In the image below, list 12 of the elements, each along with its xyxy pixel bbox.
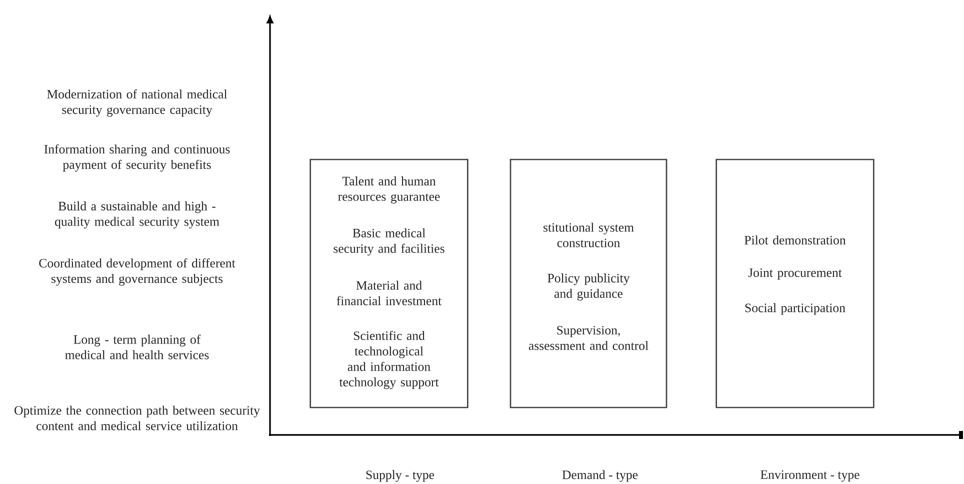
axis-label: Optimize the connection path between security content and medical service utilization [14,406,260,430]
axis-label: Coordinated development of different systems and governance subjects [39,258,236,286]
axis-label: Long - term planning of medical and health services [65,334,209,360]
axis-label: Supply - type [366,470,434,482]
axis-label: Demand - type [562,470,638,482]
axis-label: Environment - type [760,470,860,482]
category-box: Pilot demonstration Joint procurement Social participation [716,158,874,408]
category-box: Talent and human resources guarantee Basic medical security and facilities Material and financial investment Scientific and technological and information technology support [310,158,468,408]
axis-label: Build a sustainable and high - quality medical security system [55,201,220,229]
axis-label: Information sharing and continuous payment of security benefits [44,144,230,172]
axis-label: Modernization of national medical security governance capacity [47,89,228,117]
category-box: stitutional system construction Policy publicity and guidance Supervision, assessment and control [510,158,668,408]
